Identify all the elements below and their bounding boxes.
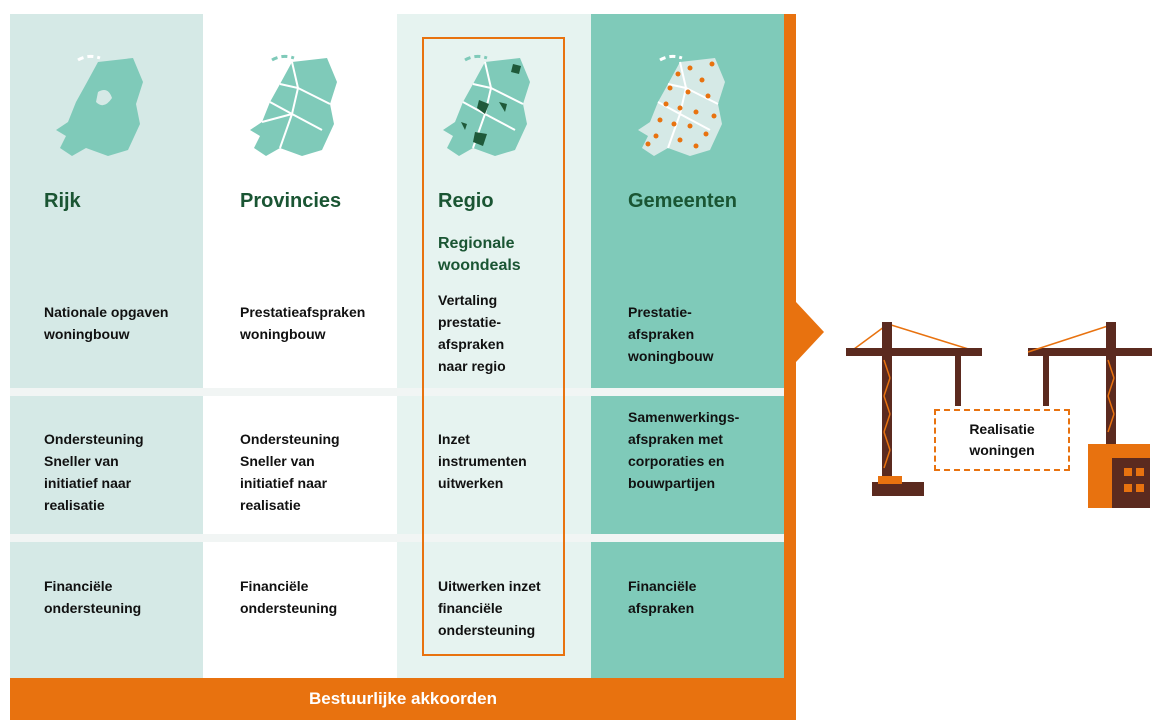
row-divider bbox=[10, 534, 784, 542]
chevron-right-icon bbox=[391, 305, 419, 345]
bottom-bar: Bestuurlijke akkoorden bbox=[10, 678, 796, 720]
netherlands-map-icon bbox=[638, 54, 725, 156]
netherlands-map-icon bbox=[443, 54, 530, 156]
cell-rijk-row3: Financiële ondersteuning bbox=[44, 578, 142, 616]
cell-regio-row1: Vertaling prestatie- afspraken naar regi… bbox=[438, 292, 506, 374]
side-bar bbox=[784, 14, 796, 720]
cell-rijk-row1: Nationale opgaven woningbouw bbox=[44, 304, 169, 342]
crane-icon bbox=[846, 322, 1152, 508]
chevron-right-icon bbox=[796, 302, 824, 362]
cell-gemeenten-row3: Financiële afspraken bbox=[628, 578, 697, 616]
chevron-right-icon bbox=[585, 305, 613, 345]
column-title-regio: Regio bbox=[438, 190, 494, 212]
netherlands-map-icon bbox=[250, 54, 337, 156]
cell-gemeenten-row2: Samenwerkings- afspraken met corporaties… bbox=[628, 409, 740, 491]
netherlands-map-icon bbox=[56, 54, 143, 156]
regio-highlight-box bbox=[422, 37, 565, 656]
cell-regio-row2: Inzet instrumenten uitwerken bbox=[438, 431, 527, 491]
row-divider bbox=[10, 388, 784, 396]
column-title-gemeenten: Gemeenten bbox=[628, 190, 737, 212]
column-title-rijk: Rijk bbox=[44, 190, 81, 212]
cell-rijk-row2: Ondersteuning Sneller van initiatief naa… bbox=[44, 431, 144, 513]
column-title-provincies: Provincies bbox=[240, 190, 342, 212]
cell-provincies-row3: Financiële ondersteuning bbox=[240, 578, 338, 616]
realisatie-label: Realisatie woningen bbox=[969, 421, 1035, 458]
realisatie-box: Realisatie woningen bbox=[934, 409, 1070, 471]
chevron-right-icon bbox=[197, 305, 225, 345]
cell-provincies-row1: Prestatieafspraken woningbouw bbox=[240, 304, 366, 342]
regio-subtitle: Regionale woondeals bbox=[438, 235, 521, 274]
cell-regio-row3: Uitwerken inzet financiële ondersteuning bbox=[438, 578, 541, 638]
cell-gemeenten-row1: Prestatie- afspraken woningbouw bbox=[628, 304, 714, 364]
building-icon bbox=[1088, 444, 1150, 508]
cell-provincies-row2: Ondersteuning Sneller van initiatief naa… bbox=[240, 431, 340, 513]
